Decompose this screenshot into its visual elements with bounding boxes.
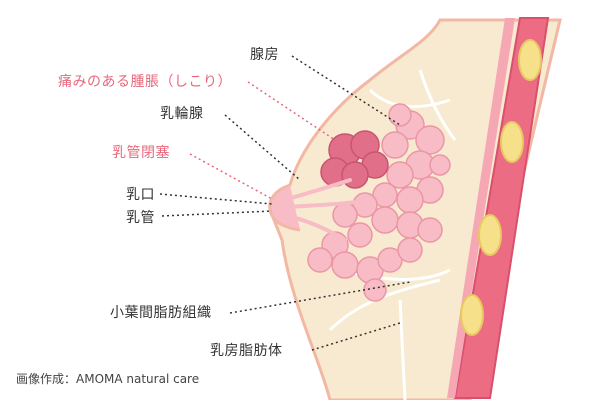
label-breast-fat-body: 乳房脂肪体 [210,343,283,359]
mammary-lobules [307,103,451,302]
label-areolar-gland: 乳輪腺 [160,106,204,122]
label-interlobular-fat: 小葉間脂肪組織 [110,305,212,321]
label-nipple-opening: 乳口 [126,187,155,203]
label-duct-blockage: 乳管閉塞 [112,145,170,161]
image-credit: 画像作成：AMOMA natural care [16,372,200,386]
rib [460,294,484,336]
leader-lines [159,55,411,351]
label-painful-lump: 痛みのある腫脹（しこり） [58,74,232,90]
label-milk-duct: 乳管 [126,210,155,226]
label-acinus: 腺房 [250,47,279,63]
painful-lump [320,130,389,189]
rib [500,121,524,163]
nipple [268,183,301,232]
pink-leader-lines [189,81,336,200]
rib [518,39,542,81]
ribs [460,39,542,336]
rib [478,214,502,256]
